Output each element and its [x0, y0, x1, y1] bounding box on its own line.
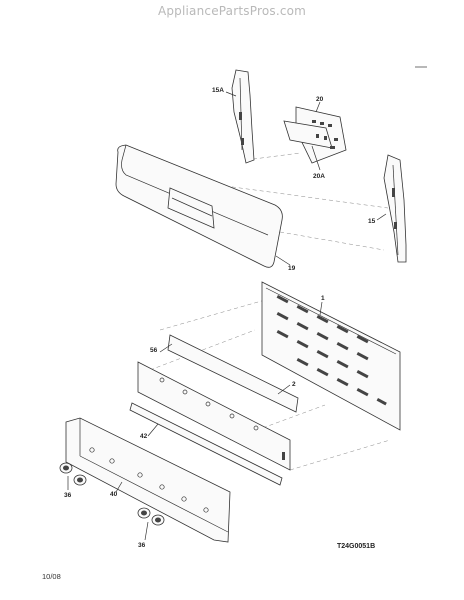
part-20-control-board	[283, 106, 347, 164]
part-42-lower-strip	[129, 402, 283, 486]
part-2-manifold-panel	[137, 361, 291, 471]
label-20: 20	[316, 96, 324, 103]
part-36-knobs-right	[137, 507, 165, 526]
diagram-date: 10/08	[42, 572, 61, 581]
part-40-manifold-panel-front	[65, 417, 231, 543]
part-15a-side-bracket	[231, 69, 255, 164]
label-1: 1	[321, 295, 325, 302]
watermark-text: AppliancePartsPros.com	[157, 4, 307, 18]
part-36-knobs-left	[59, 462, 87, 486]
leader-lines	[67, 66, 427, 541]
alignment-lines	[149, 152, 391, 471]
label-36-left: 36	[64, 492, 72, 499]
part-56-shield	[167, 334, 299, 413]
label-19: 19	[288, 265, 296, 272]
label-2: 2	[292, 381, 296, 388]
label-36-right: 36	[138, 542, 146, 549]
part-15-side-bracket	[383, 154, 407, 263]
label-40: 40	[110, 491, 118, 498]
label-42: 42	[140, 433, 148, 440]
diagram-code: T24G0051B	[337, 543, 376, 550]
part-19-control-panel	[115, 144, 283, 268]
label-15a: 15A	[212, 87, 224, 94]
label-56: 56	[150, 347, 158, 354]
label-20a: 20A	[313, 173, 325, 180]
part-1-rear-panel	[261, 281, 401, 431]
label-15: 15	[368, 218, 376, 225]
